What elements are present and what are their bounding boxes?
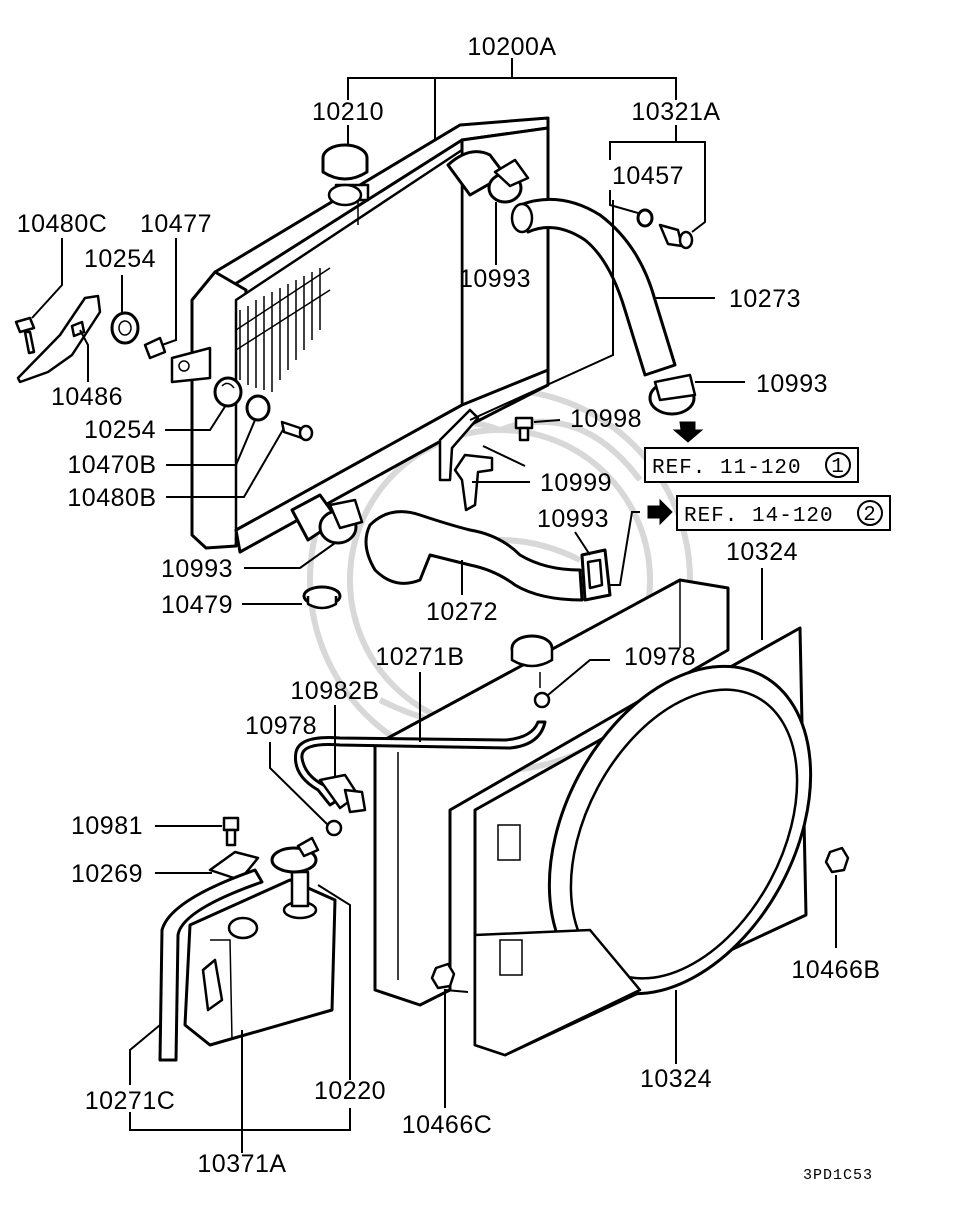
label-10480B: 10480B [67, 484, 156, 512]
label-10254-bottom: 10254 [84, 416, 156, 444]
label-10981: 10981 [71, 812, 143, 840]
ref-box-14-120-text: REF. 14-120 [684, 505, 834, 528]
ref-box-14-120: REF. 14-120 2 [676, 495, 891, 531]
core-fins [235, 267, 331, 392]
radiator-cap [321, 143, 369, 207]
condenser-assembly [373, 578, 730, 1007]
hose-clamp-lower-right [580, 548, 612, 602]
label-10982B: 10982B [290, 677, 379, 705]
clamp-10978 [325, 819, 343, 837]
bolt-10480C [14, 316, 36, 355]
bracket-10269 [208, 850, 260, 882]
label-10993-lower-right: 10993 [537, 505, 609, 533]
label-10254-top: 10254 [84, 245, 156, 273]
fan-shroud [473, 626, 813, 1057]
ref-arrow-down [672, 421, 704, 443]
label-10486: 10486 [51, 383, 123, 411]
bolt-10981 [222, 816, 240, 847]
label-10978-lower: 10978 [245, 712, 317, 740]
diagram-code: 3PD1C53 [803, 1167, 873, 1184]
label-10466C: 10466C [402, 1111, 493, 1139]
label-10993-right: 10993 [756, 370, 828, 398]
label-10998: 10998 [570, 405, 642, 433]
ref-box-11-120-num: 1 [831, 456, 845, 479]
nut-10466B [824, 846, 850, 874]
label-10272: 10272 [426, 598, 498, 626]
label-10470B: 10470B [67, 451, 156, 479]
leader-lines [31, 58, 837, 1153]
label-10324-bottom: 10324 [640, 1065, 712, 1093]
insulator-10254 [110, 311, 140, 345]
label-10271B: 10271B [375, 643, 464, 671]
reservoir-tank [183, 836, 337, 1047]
reservoir-hose [158, 868, 264, 1062]
overflow-hose [293, 720, 547, 807]
label-10200A: 10200A [467, 33, 556, 61]
clip-10982B [318, 773, 367, 814]
label-10457: 10457 [612, 162, 684, 190]
label-10321A: 10321A [631, 98, 720, 126]
label-10371A: 10371A [197, 1150, 286, 1178]
hose-clamp-right [648, 373, 697, 416]
nut-10466C [430, 962, 456, 990]
ref-box-11-120: REF. 11-120 1 [644, 447, 859, 483]
hose-clamp-upper [487, 158, 530, 204]
label-10273: 10273 [729, 285, 801, 313]
bracket-10486 [16, 294, 102, 384]
ref-arrow-right [647, 498, 673, 526]
label-10269: 10269 [71, 860, 143, 888]
label-10477: 10477 [140, 210, 212, 238]
grommet-10254 [213, 376, 243, 408]
plug-10479 [302, 585, 342, 610]
collar-10477 [143, 336, 167, 360]
label-10271C: 10271C [85, 1087, 176, 1115]
ref-box-11-120-text: REF. 11-120 [652, 457, 802, 480]
ref-box-14-120-num: 2 [863, 504, 877, 527]
label-10220: 10220 [314, 1077, 386, 1105]
bolt-10998 [514, 416, 534, 442]
label-10978-upper: 10978 [624, 643, 696, 671]
hose-clamp-lower-left [318, 498, 364, 545]
part-labels: 10200A 10210 10321A 10457 10480C 10477 1… [17, 33, 880, 1184]
label-10999: 10999 [540, 469, 612, 497]
upper-hose [510, 197, 677, 377]
gasket-10457 [636, 208, 654, 228]
label-10324-top: 10324 [726, 538, 798, 566]
bolt-10321A [658, 223, 694, 250]
label-10466B: 10466B [791, 956, 880, 984]
radiator-assembly [170, 116, 550, 554]
label-10993-lower-left: 10993 [161, 555, 233, 583]
lower-hose [364, 510, 584, 602]
grommet-10470B [245, 394, 271, 422]
label-10479: 10479 [161, 591, 233, 619]
label-10993-upper: 10993 [459, 265, 531, 293]
label-10210: 10210 [312, 98, 384, 126]
label-10480C: 10480C [17, 210, 108, 238]
